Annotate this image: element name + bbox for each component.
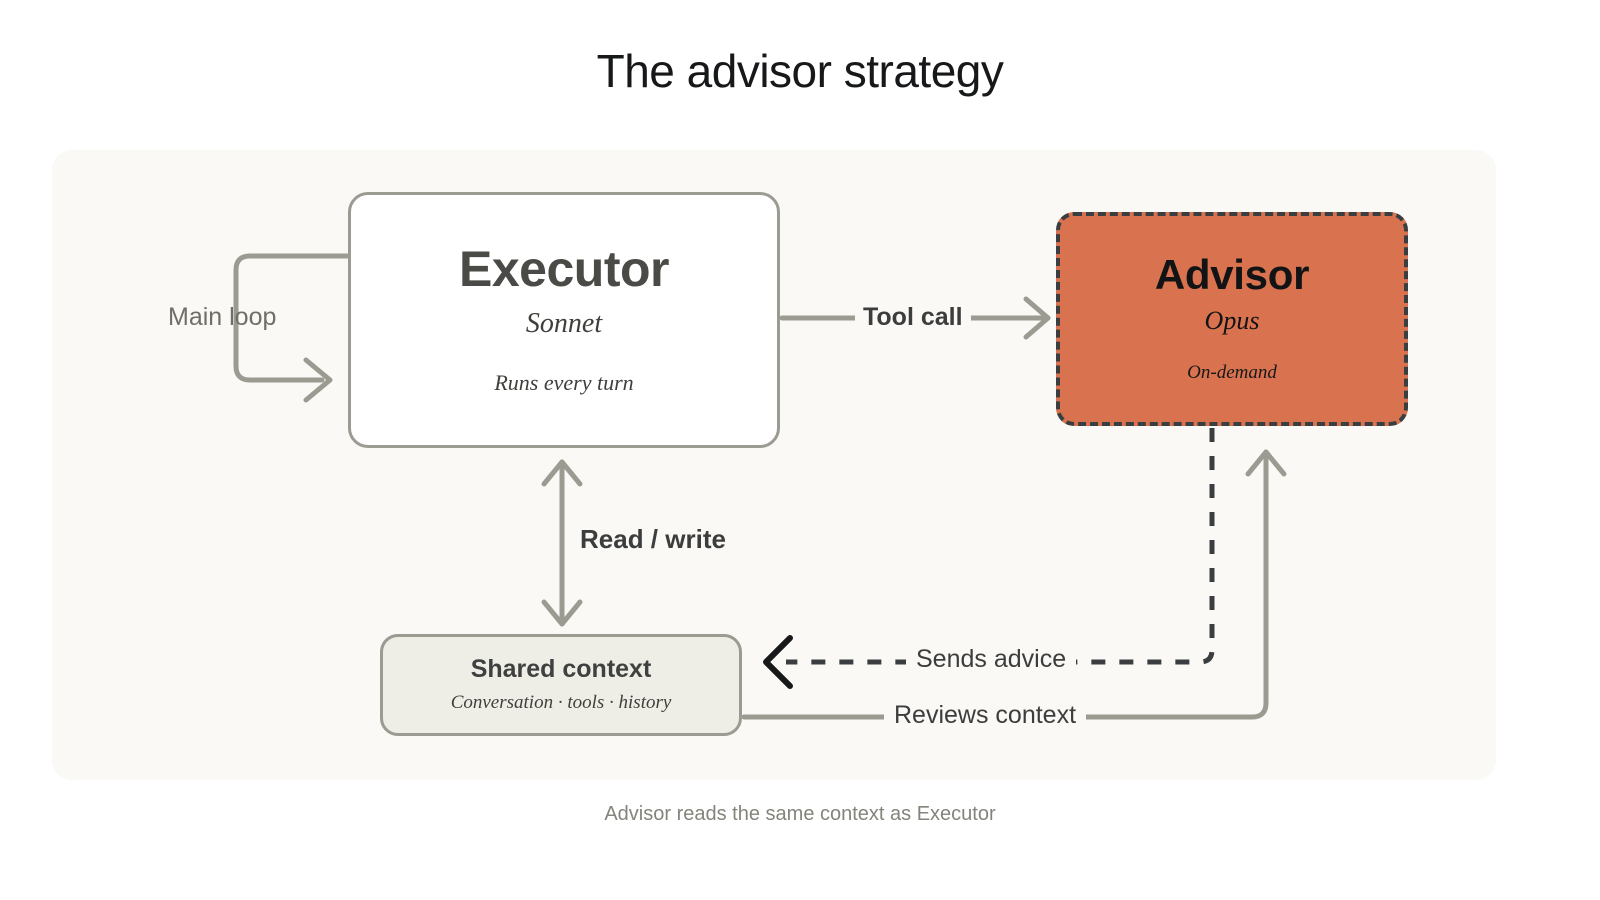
node-shared-context-title: Shared context [470,654,652,683]
node-executor-title: Executor [459,241,669,297]
node-executor-subtitle: Sonnet [525,308,603,339]
edge-label-main-loop: Main loop [168,303,277,331]
node-advisor[interactable]: Advisor Opus On-demand [1056,212,1408,426]
edge-label-read-write: Read / write [580,524,726,554]
node-executor[interactable]: Executor Sonnet Runs every turn [348,192,780,448]
node-shared-context[interactable]: Shared context Conversation · tools · hi… [380,634,742,736]
node-advisor-subtitle: Opus [1204,306,1260,335]
edge-label-sends-advice: Sends advice [906,645,1077,674]
node-advisor-note: On-demand [1187,362,1277,383]
node-advisor-title: Advisor [1154,251,1310,298]
edge-label-tool-call: Tool call [855,303,971,332]
diagram-caption: Advisor reads the same context as Execut… [604,803,996,825]
edge-label-reviews-context: Reviews context [884,701,1087,730]
page-title: The advisor strategy [596,45,1004,97]
node-shared-context-subtitle: Conversation · tools · history [450,691,672,713]
node-executor-note: Runs every turn [494,370,634,395]
